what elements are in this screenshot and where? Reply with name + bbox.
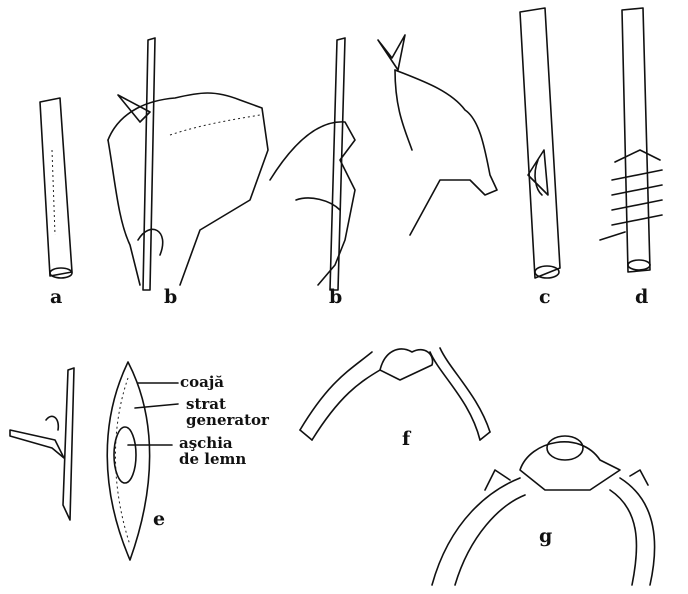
label-f: f xyxy=(402,428,411,450)
annotation-wood-1: aşchia xyxy=(179,434,233,452)
stick-c xyxy=(519,7,561,279)
cross-section-f xyxy=(299,347,491,441)
annotation-wood-2: de lemn xyxy=(179,450,247,468)
hand-cutting-b1 xyxy=(107,37,269,291)
stick-d xyxy=(599,7,663,273)
cross-section-g xyxy=(431,435,656,586)
bud-shield-e xyxy=(9,361,179,561)
hands-cutting-b2 xyxy=(269,34,498,291)
label-c: c xyxy=(539,286,551,308)
label-e: e xyxy=(153,508,166,530)
annotation-cambium-2: generator xyxy=(186,411,269,429)
label-b1: b xyxy=(164,286,178,308)
annotation-bark: coajă xyxy=(180,373,225,391)
stick-a xyxy=(39,97,73,279)
label-g: g xyxy=(539,525,553,547)
annotation-cambium-1: strat xyxy=(186,395,226,413)
label-d: d xyxy=(635,286,649,308)
label-a: a xyxy=(50,286,63,308)
label-b2: b xyxy=(329,286,343,308)
